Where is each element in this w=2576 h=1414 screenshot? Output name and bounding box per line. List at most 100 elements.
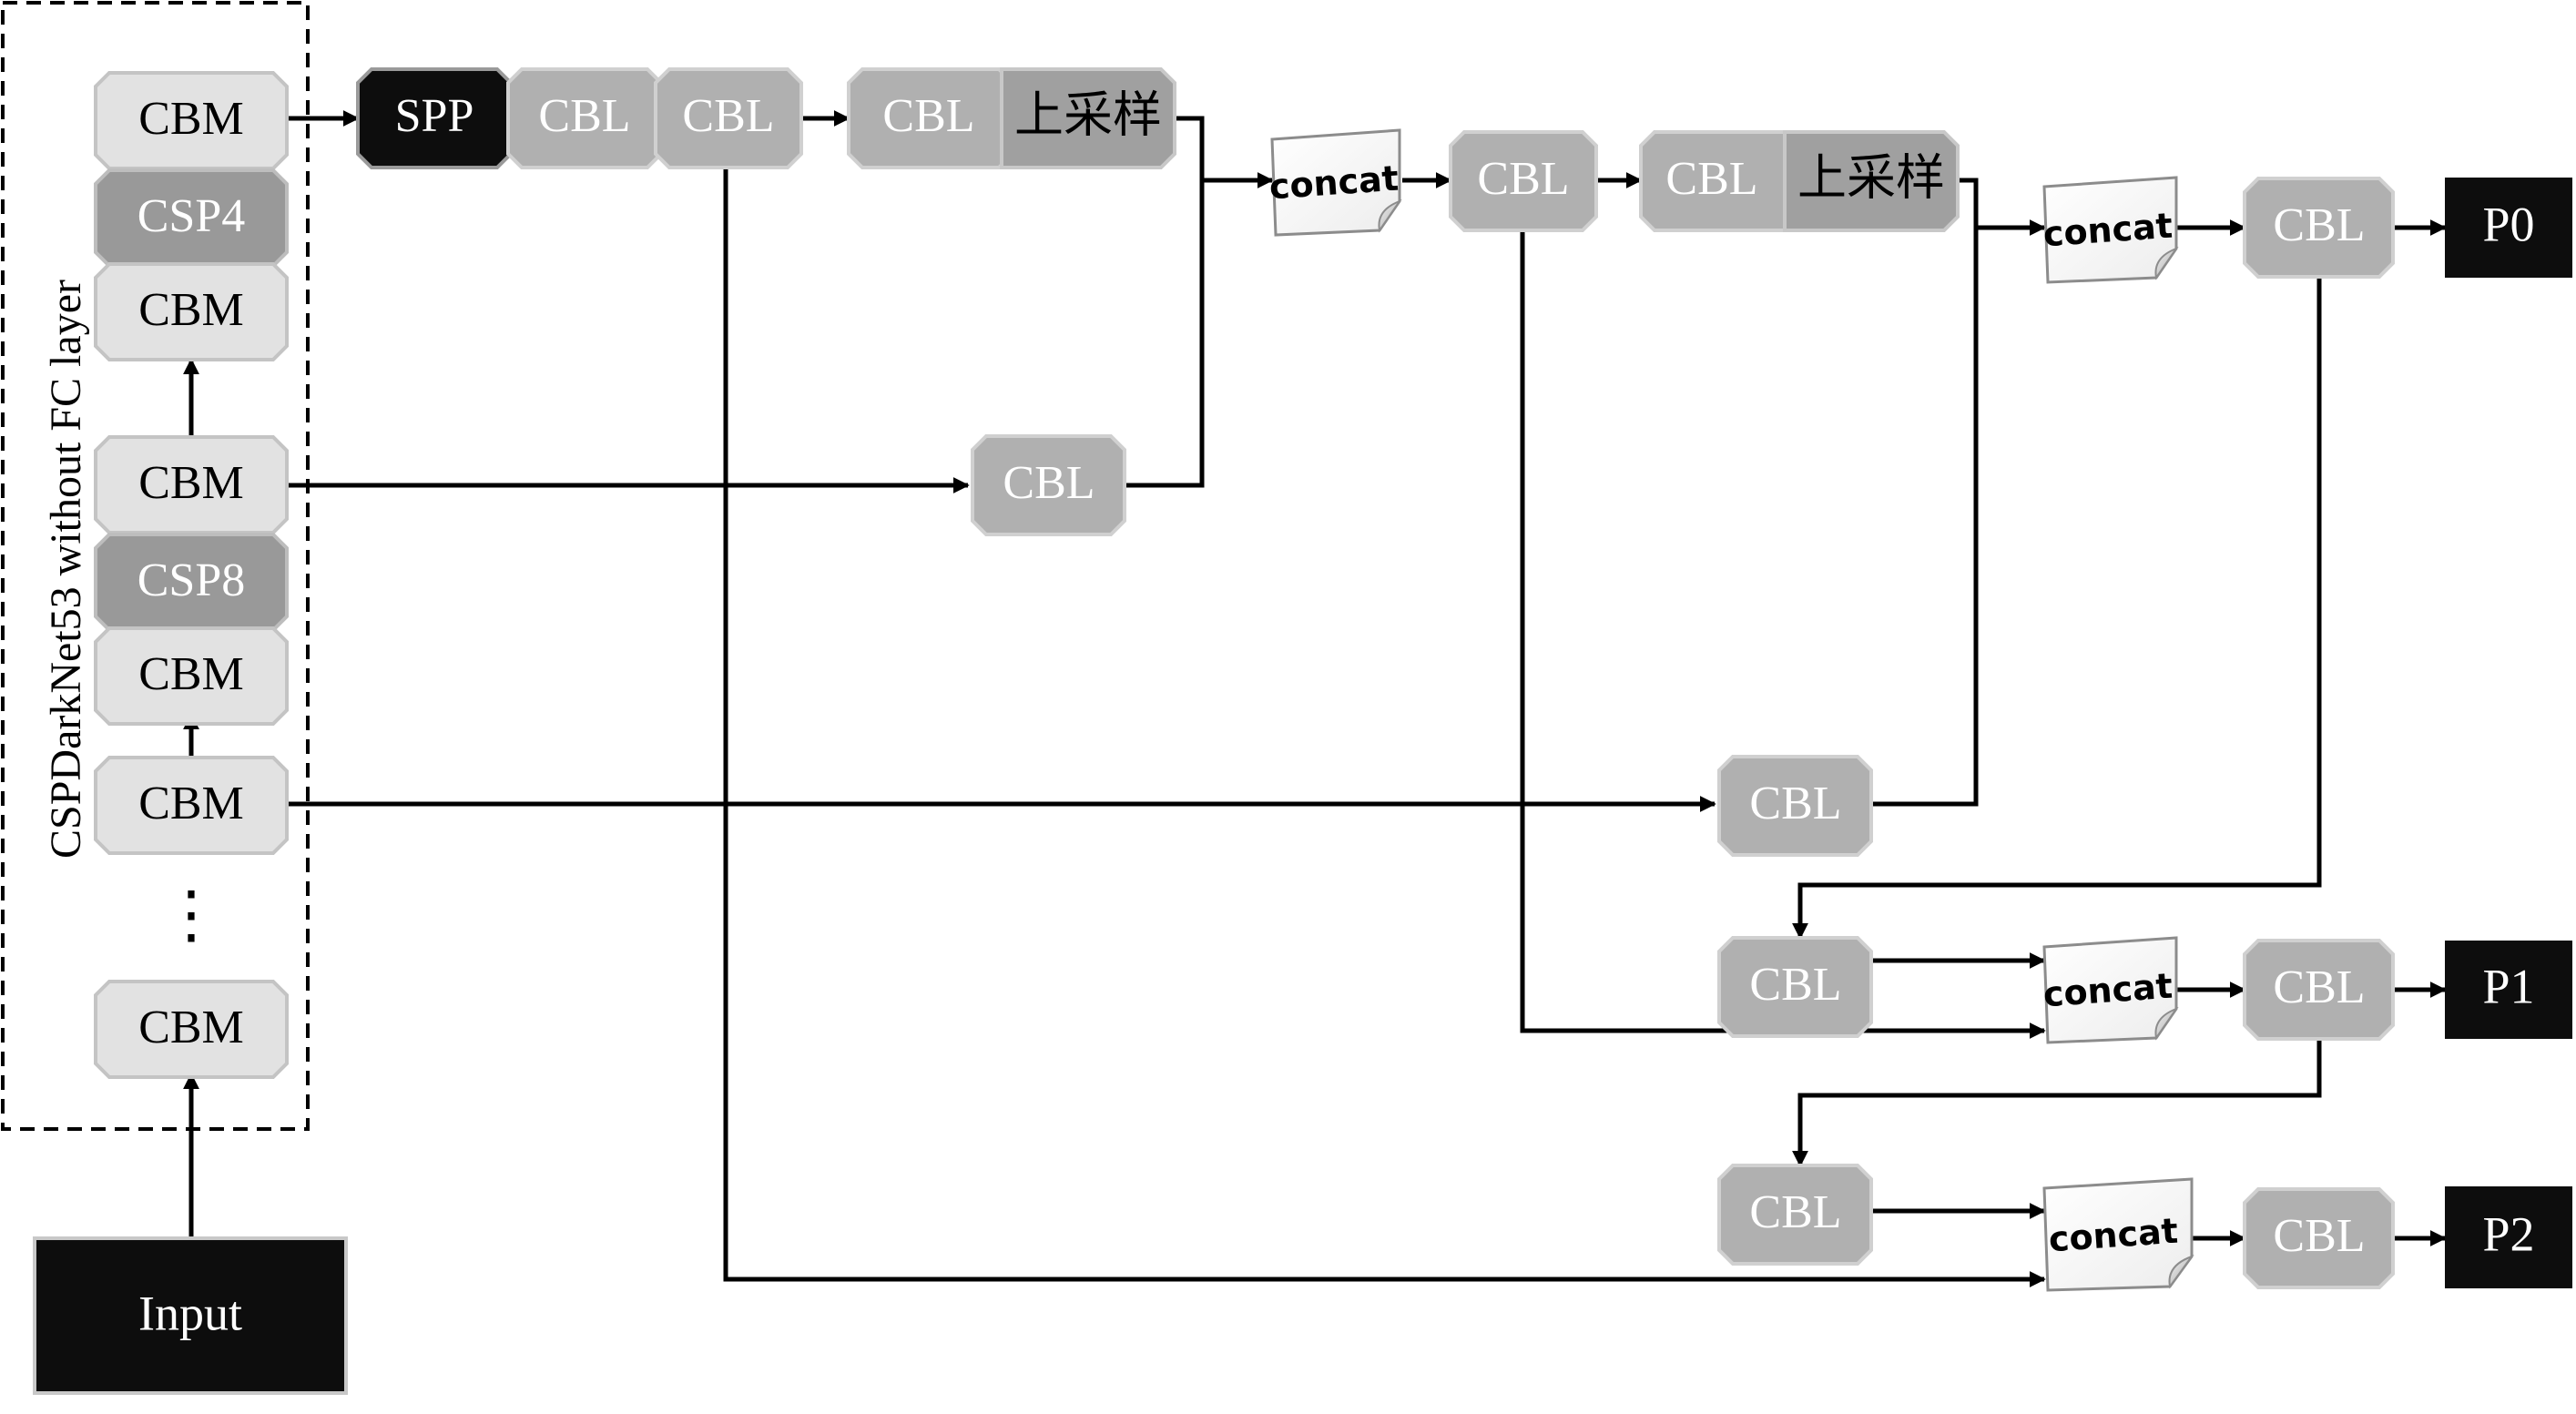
input-block-shape	[33, 1236, 348, 1395]
cbl-block-label: CBL	[1003, 457, 1095, 509]
cbl-block[interactable]: CBL	[971, 434, 1126, 536]
concat-node[interactable]: concat	[2042, 1177, 2194, 1292]
cbl-block[interactable]: CBL	[1449, 130, 1598, 232]
cbl-block[interactable]: CBL	[1639, 130, 1788, 232]
output-p0-shape	[2445, 178, 2572, 278]
cbl-block[interactable]: CBL	[506, 67, 663, 169]
concat-node-curl	[2154, 1006, 2179, 1041]
concat-node-curl	[2154, 246, 2179, 280]
cbl-block-shape	[971, 434, 1126, 536]
output-p2-label: P2	[2482, 1206, 2534, 1261]
cbl-block[interactable]: CBL	[1717, 936, 1873, 1038]
upsample-block-shape	[1000, 67, 1176, 169]
cbl-block-shape	[2243, 939, 2395, 1041]
connector-upsample2-to-concat2	[1958, 178, 2046, 236]
backbone-block-label: CSP4	[137, 190, 246, 242]
input-block[interactable]: Input	[33, 1236, 348, 1395]
backbone-block-label: CBM	[138, 778, 244, 829]
backbone-block[interactable]: CBM	[94, 756, 289, 855]
upsample-block-label: 上采样	[1797, 150, 1945, 205]
cbl-block-shape	[1717, 936, 1873, 1038]
backbone-block-label: CBM	[138, 1002, 244, 1053]
cbl-block[interactable]: CBL	[847, 67, 1005, 169]
cbl-block-label: CBL	[1749, 778, 1841, 829]
connector-p1-branch-down	[1792, 1036, 2322, 1167]
cbl-block[interactable]: CBL	[1717, 1164, 1873, 1266]
connector-upsample1-to-concat1	[1175, 116, 1274, 188]
concat-node-label: concat	[1268, 158, 1400, 208]
backbone-title: CSPDarkNet53 without FC layer	[42, 280, 90, 859]
cbl-block-label: CBL	[1749, 1186, 1841, 1238]
cbl-block-shape	[654, 67, 803, 169]
output-p1-shape	[2445, 941, 2572, 1039]
concat-node[interactable]: concat	[1268, 128, 1402, 237]
backbone-block-label: CBM	[138, 648, 244, 700]
output-p0-label: P0	[2482, 197, 2534, 251]
upsample-block-label: 上采样	[1014, 87, 1162, 142]
output-p1-label: P1	[2482, 959, 2534, 1013]
cbl-block-label: CBL	[2273, 199, 2365, 251]
cbl-block-label: CBL	[2273, 961, 2365, 1013]
cbl-block-label: CBL	[882, 90, 974, 142]
backbone-block-label: CBM	[138, 284, 244, 336]
cbl-block[interactable]: CBL	[2243, 939, 2395, 1041]
connector-route2-to-concat2	[1871, 228, 1979, 807]
cbl-block-shape	[2243, 177, 2395, 279]
spp-block-shape	[356, 67, 513, 169]
backbone-block[interactable]: CBM	[94, 980, 289, 1079]
backbone-block-label: CSP8	[137, 554, 246, 606]
backbone-block[interactable]: CBM	[94, 626, 289, 726]
cbl-block-label: CBL	[1749, 959, 1841, 1011]
cbl-block-shape	[2243, 1187, 2395, 1289]
connectors	[183, 110, 2447, 1287]
backbone-block-shape	[94, 262, 289, 361]
connector-p0-branch-down	[1792, 276, 2322, 940]
cbl-block[interactable]: CBL	[1717, 755, 1873, 857]
concat-node[interactable]: concat	[2041, 176, 2179, 284]
cbl-block-label: CBL	[2273, 1210, 2365, 1262]
backbone-dashed-frame	[1, 1, 310, 1131]
backbone-block[interactable]: CBM	[94, 262, 289, 361]
concat-node[interactable]: concat	[2041, 936, 2179, 1044]
cbl-block-shape	[1449, 130, 1598, 232]
output-p0[interactable]: P0	[2445, 178, 2572, 278]
cbl-block-label: CBL	[538, 90, 630, 142]
concat-node-label: concat	[2041, 206, 2174, 255]
upsample-block[interactable]: 上采样	[1000, 67, 1176, 169]
cbl-block-label: CBL	[1665, 153, 1757, 205]
spp-block[interactable]: SPP	[356, 67, 513, 169]
cbl-block-label: CBL	[1477, 153, 1569, 205]
backbone-block[interactable]: CSP4	[94, 168, 289, 268]
cbl-block[interactable]: CBL	[2243, 177, 2395, 279]
spp-block-label: SPP	[395, 90, 474, 142]
backbone-block[interactable]: CBM	[94, 435, 289, 534]
upsample-block[interactable]: 上采样	[1783, 130, 1960, 232]
concat-node-curl	[1378, 198, 1402, 233]
cbl-block-shape	[1717, 1164, 1873, 1266]
cbl-block[interactable]: CBL	[654, 67, 803, 169]
cbl-block[interactable]: CBL	[2243, 1187, 2395, 1289]
backbone-block-shape	[94, 980, 289, 1079]
output-p1[interactable]: P1	[2445, 941, 2572, 1039]
connector-route1-to-concat1	[1125, 180, 1205, 488]
output-p2-shape	[2445, 1186, 2572, 1288]
backbone-block-label: CBM	[138, 93, 244, 145]
output-p2[interactable]: P2	[2445, 1186, 2572, 1288]
backbone-block[interactable]: CSP8	[94, 533, 289, 632]
backbone-block[interactable]: CBM	[94, 71, 289, 170]
connector-mid-to-concat3	[1520, 223, 2046, 1039]
backbone-block-shape	[94, 626, 289, 726]
cbl-block-shape	[506, 67, 663, 169]
backbone-ellipsis: ⋮	[159, 880, 223, 951]
cbl-block-label: CBL	[682, 90, 774, 142]
backbone: CSPDarkNet53 without FC layer CBM CSP4 C…	[1, 1, 310, 1131]
connector-early-to-concat4	[723, 153, 2046, 1287]
concat-node-curl	[2168, 1254, 2194, 1289]
concat-node-label: concat	[2041, 966, 2174, 1015]
concat-node-label: concat	[2047, 1211, 2179, 1260]
backbone-block-shape	[94, 756, 289, 855]
backbone-block-label: CBM	[138, 457, 244, 509]
input-block-label: Input	[138, 1286, 242, 1340]
upsample-block-shape	[1783, 130, 1960, 232]
